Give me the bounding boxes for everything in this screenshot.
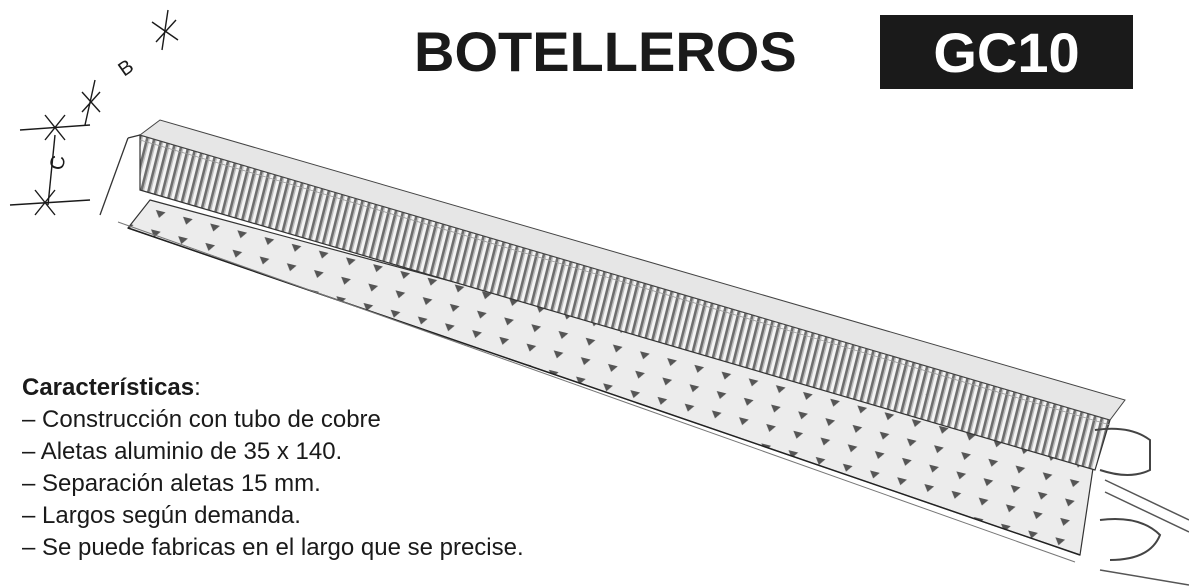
copper-tube-connections	[1094, 427, 1189, 586]
features-heading: Características	[22, 374, 195, 401]
list-item: Se puede fabricas en el largo que se pre…	[22, 532, 642, 564]
page-title: BOTELLEROS	[414, 20, 797, 83]
end-bracket	[99, 134, 141, 216]
list-item: Separación aletas 15 mm.	[22, 468, 642, 500]
features-section: Características: Construcción con tubo d…	[22, 372, 642, 564]
features-heading-line: Características:	[22, 372, 642, 404]
dimension-label-c: C	[46, 154, 70, 172]
list-item: Construcción con tubo de cobre	[22, 404, 642, 436]
model-code-badge: GC10	[880, 15, 1133, 89]
features-list: Construcción con tubo de cobre Aletas al…	[22, 404, 642, 564]
list-item: Largos según demanda.	[22, 500, 642, 532]
list-item: Aletas aluminio de 35 x 140.	[22, 436, 642, 468]
dimension-markers	[9, 9, 179, 216]
dimension-label-b: B	[114, 55, 138, 81]
fin-coil	[138, 119, 1126, 471]
features-heading-colon: :	[194, 374, 201, 401]
